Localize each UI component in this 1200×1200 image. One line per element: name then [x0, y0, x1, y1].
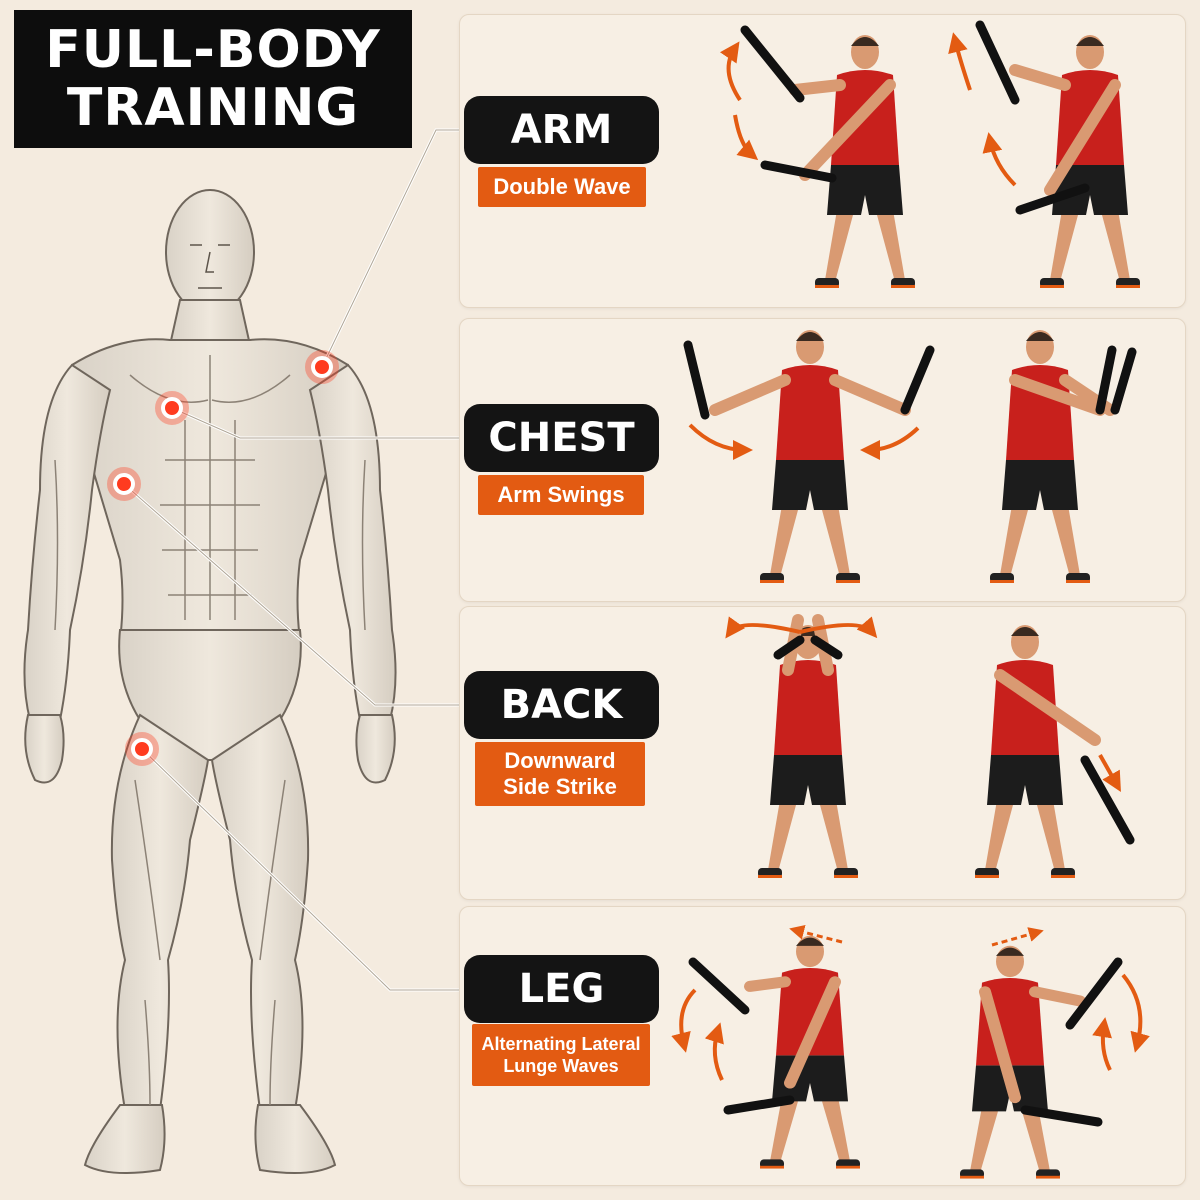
motion-arrow — [719, 32, 1017, 187]
muscle-label-leg: LEG — [464, 955, 659, 1023]
exercise-name: Double Wave — [493, 174, 631, 199]
exercise-name-line2: Side Strike — [503, 774, 617, 799]
muscle-label-back: BACK — [464, 671, 659, 739]
exercise-name: Arm Swings — [497, 482, 625, 507]
exercise-tag-back: Downward Side Strike — [475, 742, 645, 806]
muscle-label-chest: CHEST — [464, 404, 659, 472]
athlete-figure — [709, 330, 911, 583]
muscle-label-arm: ARM — [464, 96, 659, 164]
exercise-tag-arm: Double Wave — [478, 167, 646, 207]
title-line-1: FULL-BODY — [45, 20, 381, 80]
athlete-figure — [990, 330, 1116, 583]
athlete-figure — [960, 945, 1086, 1179]
training-stick — [740, 25, 837, 183]
athletes-layer — [671, 20, 1150, 1179]
exercise-tag-chest: Arm Swings — [478, 475, 644, 515]
athlete-figure — [975, 625, 1101, 878]
anatomy-figure — [23, 189, 397, 1174]
exercise-name-line1: Alternating Lateral — [481, 1034, 641, 1054]
athlete-figure — [789, 35, 915, 288]
athlete-figure — [1009, 35, 1140, 288]
athlete-figure — [758, 614, 858, 878]
athlete-figure — [744, 935, 860, 1169]
exercise-name-line1: Downward — [504, 748, 616, 773]
title-box: FULL-BODY TRAINING — [14, 10, 412, 148]
exercise-tag-leg: Alternating Lateral Lunge Waves — [472, 1024, 650, 1086]
title-line-2: TRAINING — [66, 78, 360, 138]
exercise-name-line2: Lunge Waves — [503, 1056, 619, 1076]
